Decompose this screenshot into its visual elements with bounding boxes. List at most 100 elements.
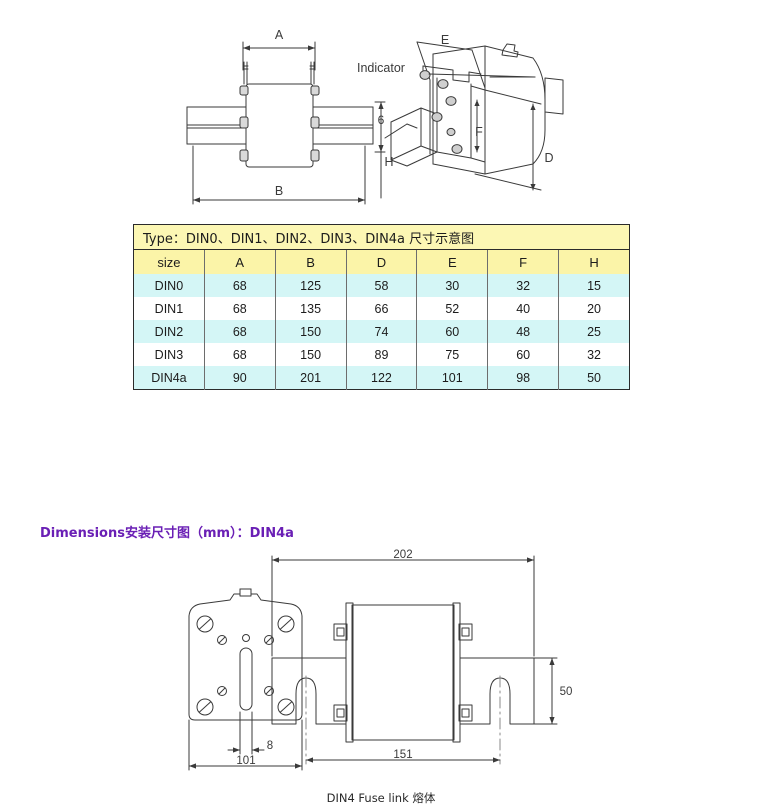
table-row: DIN4a 90 201 122 101 98 50 [133,366,630,390]
bottom-drawing-caption: DIN4 Fuse link 熔体 [326,791,436,805]
table-title: Type：DIN0、DIN1、DIN2、DIN3、DIN4a 尺寸示意图 [133,224,630,250]
cell-e: 52 [416,297,489,320]
label-8: 8 [267,740,273,752]
fuse-body-iso [432,45,546,175]
end-cap-right [452,602,461,743]
top-dimension-drawing: A B H Indicator E F D 6 [185,22,575,207]
column-header-a: A [203,249,276,274]
table-row: DIN0 68 125 58 30 32 15 [133,274,630,297]
cell-b: 135 [274,297,347,320]
indicator-leader-line [428,73,536,78]
side-view [271,555,558,765]
cell-h: 15 [558,274,630,297]
cell-d: 74 [345,320,418,343]
cell-size: DIN4a [133,366,205,390]
centre-slot [239,647,253,711]
cell-h: 50 [558,366,630,390]
cell-size: DIN0 [133,274,205,297]
right-blade-iso [544,77,564,115]
right-blade [459,657,535,725]
cell-f: 32 [487,274,560,297]
cell-h: 25 [558,320,630,343]
dim-line-H [374,101,386,199]
label-50: 50 [560,686,573,698]
label-indicator: Indicator [357,61,405,75]
label-101: 101 [236,755,255,767]
label-F: F [475,125,483,139]
top-tab-iso [501,43,519,58]
column-header-f: F [487,249,560,274]
cell-a: 68 [203,320,276,343]
cell-size: DIN2 [133,320,205,343]
table-row: DIN3 68 150 89 75 60 32 [133,343,630,366]
column-header-e: E [416,249,489,274]
cell-f: 48 [487,320,560,343]
dimension-table: Type：DIN0、DIN1、DIN2、DIN3、DIN4a 尺寸示意图 siz… [133,224,630,390]
cell-b: 150 [274,343,347,366]
dim-line-B [192,145,366,205]
fuse-body-side [351,604,455,741]
label-151: 151 [393,749,412,761]
dim-line-A [242,41,316,71]
cell-e: 75 [416,343,489,366]
label-D: D [544,151,553,165]
cell-f: 40 [487,297,560,320]
table-title-row: Type：DIN0、DIN1、DIN2、DIN3、DIN4a 尺寸示意图 [133,224,630,250]
cell-b: 125 [274,274,347,297]
din4a-dimension-drawing: 202 50 151 101 8 [160,548,610,788]
cell-e: 101 [416,366,489,390]
bolt-heads-iso [419,70,463,154]
table-row: DIN2 68 150 74 60 48 25 [133,320,630,343]
inner-screws [217,635,274,696]
cell-a: 90 [203,366,276,390]
dim-line-50 [533,657,558,725]
blade-centre-lines [305,675,501,765]
cell-a: 68 [203,274,276,297]
column-header-d: D [345,249,418,274]
cell-d: 58 [345,274,418,297]
blade-contacts-top [242,61,316,85]
cell-e: 30 [416,274,489,297]
dim-line-D [474,89,542,191]
end-cap-left [345,602,354,743]
dim-line-202 [271,555,535,657]
cell-size: DIN3 [133,343,205,366]
cell-f: 60 [487,343,560,366]
cell-d: 89 [345,343,418,366]
cell-d: 66 [345,297,418,320]
busbar-rails [186,106,374,145]
cell-h: 32 [558,343,630,366]
label-E: E [441,33,449,47]
label-A: A [275,28,284,42]
dim-line-8 [227,747,265,753]
cell-f: 98 [487,366,560,390]
cell-e: 60 [416,320,489,343]
cell-d: 122 [345,366,418,390]
label-H: H [384,155,393,169]
dim-line-151 [305,757,501,763]
column-header-h: H [558,249,630,274]
label-202: 202 [393,549,412,561]
table-row: DIN1 68 135 66 52 40 20 [133,297,630,320]
column-header-size: size [133,249,205,274]
column-header-b: B [274,249,347,274]
cell-b: 201 [274,366,347,390]
label-B: B [275,184,283,198]
dim-line-E [416,41,486,89]
dim-line-101 [188,719,303,771]
cell-size: DIN1 [133,297,205,320]
cell-a: 68 [203,343,276,366]
dim-leader-6 [384,123,418,139]
dimension-table-container: Type：DIN0、DIN1、DIN2、DIN3、DIN4a 尺寸示意图 siz… [133,224,630,390]
cell-a: 68 [203,297,276,320]
table-header-row: size A B D E F H [133,249,630,274]
bolt-heads [239,85,320,162]
dimensions-section-heading: Dimensions安装尺寸图（mm）：DIN4a [40,526,294,541]
corner-screws [196,615,295,716]
front-plate-view [188,588,303,771]
terminal-blocks [333,623,473,722]
cell-h: 20 [558,297,630,320]
label-6: 6 [378,113,385,127]
cell-b: 150 [274,320,347,343]
left-bracket-iso [390,107,438,167]
